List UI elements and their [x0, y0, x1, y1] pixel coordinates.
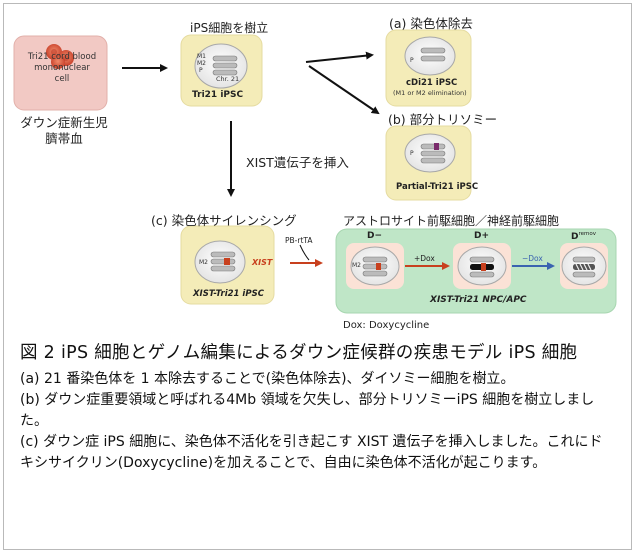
pb-rtta-label: PB-rtTA — [285, 236, 313, 245]
branch-b-title: (b) 部分トリソミー — [388, 112, 498, 127]
npc-header: アストロサイト前駆細胞／神経前駆細胞 — [343, 214, 560, 228]
branch-c-title: (c) 染色体サイレンシング — [151, 213, 297, 228]
chromosomes-d-minus — [362, 256, 388, 277]
arrow-to-partial — [308, 65, 380, 115]
pb-rtta-bend — [299, 244, 310, 261]
caption-line-c: (c) ダウン症 iPS 細胞に、染色体不活化を引き起こす XIST 遺伝子を挿… — [20, 434, 603, 471]
branch-a-title: (a) 染色体除去 — [389, 16, 473, 31]
cdi21-ipsc-label: cDi21 iPSC — [406, 78, 458, 88]
caption-line-b: (b) ダウン症重要領域と呼ばれる4Mb 領域を欠失し、部分トリソミーiPS 細… — [20, 392, 595, 429]
caption-title: 図 2 iPS 細胞とゲノム編集によるダウン症候群の疾患モデル iPS 細胞 — [20, 343, 578, 363]
xist-chr-label: M2 — [199, 259, 208, 266]
d-remov-label: Dremov — [571, 231, 596, 242]
xist-insert-label: XIST遺伝子を挿入 — [246, 155, 349, 170]
partial-chr-label: P — [410, 150, 414, 157]
chr-label-m1: M1 — [197, 53, 206, 60]
chr-tag: Chr. 21 — [216, 75, 240, 83]
d-minus-label: D− — [367, 231, 383, 241]
chromosomes-d-plus — [469, 256, 495, 278]
cord-blood-caption-1: ダウン症新生児 — [20, 115, 108, 130]
d-plus-label: D+ — [474, 231, 490, 241]
cord-blood-caption-2: 臍帯血 — [45, 131, 83, 146]
xist-tri21-label: XIST-Tri21 iPSC — [193, 289, 264, 299]
chromosomes-cdi21 — [420, 47, 446, 62]
tri21-ipsc-label: Tri21 iPSC — [192, 90, 244, 100]
ipsc-establish-label: iPS細胞を樹立 — [190, 21, 269, 35]
dox-note: Dox: Doxycycline — [343, 320, 430, 331]
plus-dox-label: +Dox — [414, 254, 435, 263]
arrow-to-cdi21 — [305, 51, 374, 63]
npc-label: XIST-Tri21 NPC/APC — [430, 295, 527, 305]
figure-caption: 図 2 iPS 細胞とゲノム編集によるダウン症候群の疾患モデル iPS 細胞 (… — [20, 343, 616, 474]
npc-chr-label: M2 — [352, 262, 361, 269]
blood-cells-icon — [46, 44, 74, 69]
chr-label-m2: M2 — [197, 60, 206, 67]
minus-dox-label: −Dox — [522, 254, 543, 263]
d-remov-sup: remov — [578, 231, 596, 237]
partial-tri21-label: Partial-Tri21 iPSC — [396, 182, 479, 192]
chr-label-p: P — [199, 67, 203, 74]
diagram-canvas — [13, 29, 617, 314]
chromosomes-tri21 — [212, 55, 238, 76]
cord-blood-box-label: Tri21 cord blood mononuclear cell — [27, 52, 97, 84]
cord-blood-box — [13, 35, 108, 111]
cdi21-sublabel: (M1 or M2 elimination) — [393, 89, 467, 97]
chromosomes-partial — [420, 143, 446, 164]
caption-line-a: (a) 21 番染色体を 1 本除去することで(染色体除去)、ダイソミー細胞を樹… — [20, 371, 515, 387]
cdi21-chr-label: P — [410, 57, 414, 64]
chromosomes-d-remov — [572, 256, 596, 278]
chromosomes-xist — [210, 251, 236, 272]
xist-tag: XIST — [252, 258, 273, 267]
d-remov-letter: D — [571, 232, 579, 242]
